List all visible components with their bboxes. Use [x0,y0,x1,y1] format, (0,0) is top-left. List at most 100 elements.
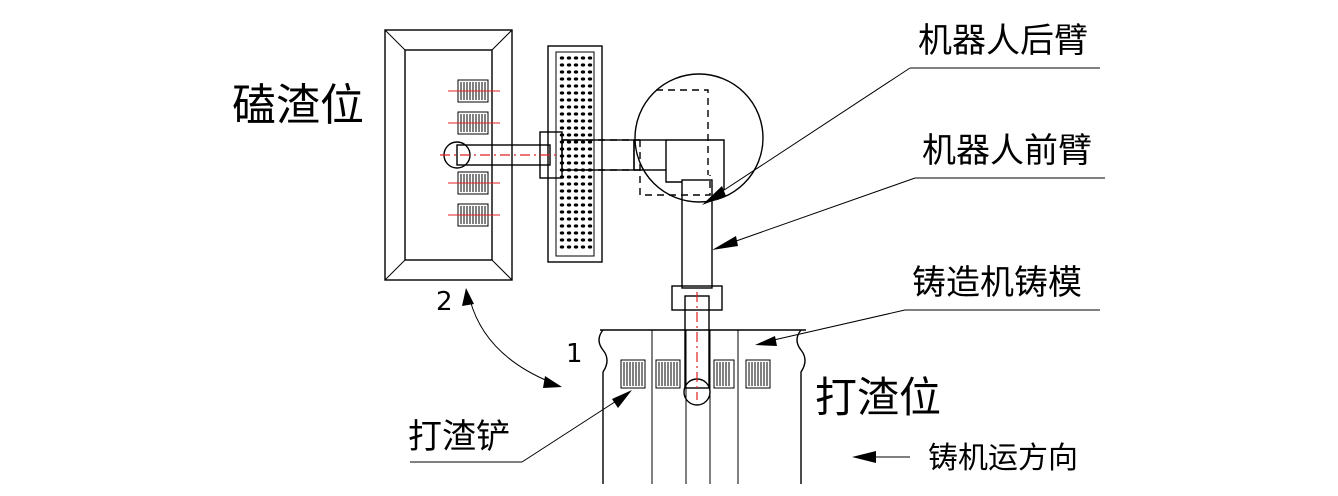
plate-hole [566,105,572,109]
plate-hole [580,63,586,67]
plate-hole [559,238,565,242]
plate-hole [587,203,593,207]
plate-hole [573,147,579,151]
plate-hole [573,112,579,116]
plate-hole [580,231,586,235]
plate-hole [566,210,572,214]
plate-hole [587,154,593,158]
plate-hole [573,245,579,249]
plate-hole [559,105,565,109]
plate-hole [573,154,579,158]
plate-hole [559,210,565,214]
plate-hole [559,63,565,67]
plate-hole [573,182,579,186]
plate-hole [566,98,572,102]
plate-hole [580,98,586,102]
plate-hole [566,56,572,60]
plate-hole [559,196,565,200]
plate-hole [580,210,586,214]
plate-hole [587,70,593,74]
plate-hole [587,77,593,81]
label-position-2: 2 [436,287,453,317]
plate-hole [559,182,565,186]
plate-hole [573,98,579,102]
plate-hole [587,147,593,151]
plate-hole [566,126,572,130]
plate-hole [566,238,572,242]
plate-hole [573,70,579,74]
plate-hole [573,175,579,179]
plate-hole [573,126,579,130]
plate-hole [587,161,593,165]
plate-hole [573,196,579,200]
plate-hole [559,98,565,102]
plate-hole [580,217,586,221]
plate-hole [559,84,565,88]
plate-hole [559,91,565,95]
plate-hole [587,84,593,88]
plate-hole [580,161,586,165]
plate-hole [566,196,572,200]
plate-hole [559,77,565,81]
plate-hole [573,189,579,193]
plate-hole [587,91,593,95]
plate-hole [559,112,565,116]
plate-hole [566,91,572,95]
plate-hole [573,210,579,214]
caster-mold [598,329,806,484]
robot-rear-arm [562,73,764,203]
plate-hole [587,133,593,137]
plate-hole [580,175,586,179]
plate-hole [587,56,593,60]
plate-hole [580,77,586,81]
label-slag-shovel: 打渣铲 [408,417,510,457]
plate-hole [573,105,579,109]
plate-hole [587,210,593,214]
slag-knock-frame [384,29,513,281]
plate-hole [566,203,572,207]
plate-hole [559,217,565,221]
plate-hole [587,231,593,235]
plate-hole [587,140,593,144]
plate-hole [566,147,572,151]
plate-hole [559,224,565,228]
plate-hole [587,196,593,200]
plate-hole [559,70,565,74]
plate-hole [566,112,572,116]
plate-hole [580,196,586,200]
plate-hole [580,189,586,193]
plate-hole [573,133,579,137]
plate-hole [566,119,572,123]
plate-hole [573,77,579,81]
plate-hole [573,140,579,144]
plate-hole [566,245,572,249]
plate-hole [587,126,593,130]
plate-hole [566,140,572,144]
plate-hole [573,217,579,221]
plate-hole [580,238,586,242]
plate-hole [566,217,572,221]
slag-blocks-left [448,79,500,227]
leader-lines [410,67,1105,463]
plate-hole [566,154,572,158]
plate-hole [587,182,593,186]
plate-hole [587,63,593,67]
plate-hole [580,56,586,60]
plate-hole [580,133,586,137]
plate-hole [580,140,586,144]
robot-front-arm [671,179,723,406]
plate-hole [573,224,579,228]
plate-hole [587,98,593,102]
plate-hole [580,126,586,130]
plate-hole [559,245,565,249]
label-robot-front-arm: 机器人前臂 [922,131,1092,171]
label-caster-direction: 铸机运方向 [928,441,1078,476]
plate-hole [566,182,572,186]
plate-hole [587,238,593,242]
plate-hole [580,203,586,207]
plate-hole [573,56,579,60]
plate-hole [587,245,593,249]
plate-hole [587,217,593,221]
plate-hole [566,231,572,235]
plate-hole [559,189,565,193]
